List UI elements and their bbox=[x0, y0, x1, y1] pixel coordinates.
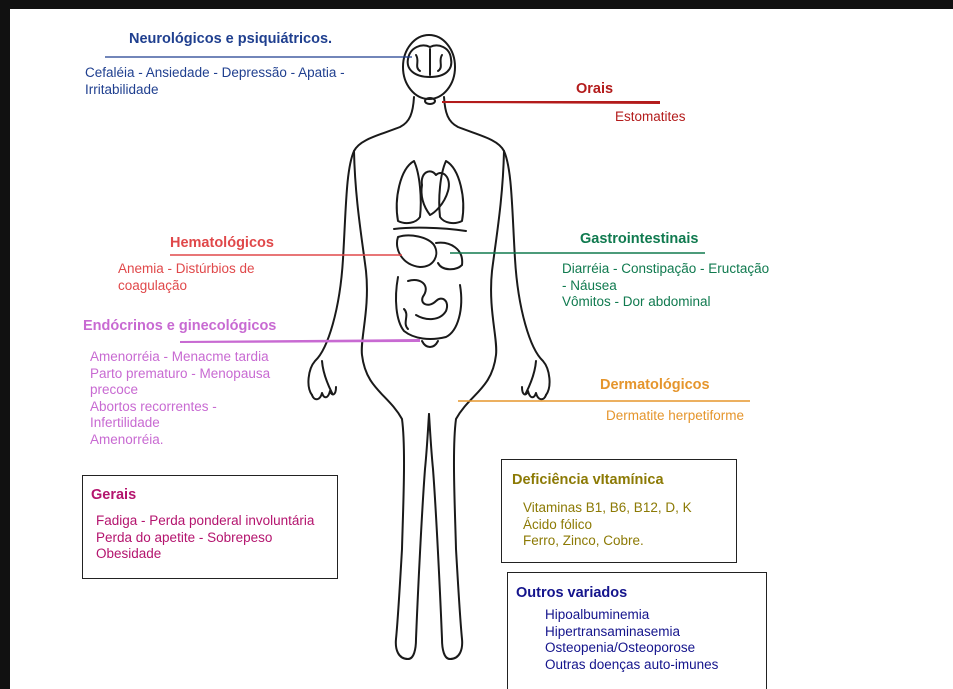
list-item: Irritabilidade bbox=[85, 82, 345, 99]
list-item: Obesidade bbox=[96, 546, 314, 563]
list-item: Outras doenças auto-imunes bbox=[545, 657, 718, 674]
list-item: Fadiga - Perda ponderal involuntária bbox=[96, 513, 314, 530]
neuro-title: Neurológicos e psiquiátricos. bbox=[129, 31, 332, 47]
dermato-items: Dermatite herpetiforme bbox=[606, 408, 744, 425]
list-item: Hipertransaminasemia bbox=[545, 624, 718, 641]
endocrino-connector bbox=[180, 339, 420, 343]
outros-title: Outros variados bbox=[516, 585, 627, 601]
list-item: Diarréia - Constipação - Eructação bbox=[562, 261, 769, 278]
list-item: Cefaléia - Ansiedade - Depressão - Apati… bbox=[85, 65, 345, 82]
gerais-title: Gerais bbox=[91, 487, 136, 503]
deficiencia-title: Deficiência vItamínica bbox=[512, 472, 664, 488]
list-item: Hipoalbuminemia bbox=[545, 607, 718, 624]
hemato-title: Hematológicos bbox=[170, 235, 274, 251]
lungs-outline bbox=[397, 161, 421, 223]
list-item: Parto prematuro - Menopausa bbox=[90, 366, 270, 383]
list-item: Abortos recorrentes - bbox=[90, 399, 270, 416]
list-item: Dermatite herpetiforme bbox=[606, 408, 744, 425]
dermato-title: Dermatológicos bbox=[600, 377, 710, 393]
list-item: Ácido fólico bbox=[523, 517, 692, 534]
orais-items: Estomatites bbox=[615, 109, 686, 126]
orais-connector bbox=[442, 101, 660, 104]
endocrino-title: Endócrinos e ginecológicos bbox=[83, 318, 276, 334]
list-item: Ferro, Zinco, Cobre. bbox=[523, 533, 692, 550]
list-item: - Náusea bbox=[562, 278, 769, 295]
diagram-canvas: Neurológicos e psiquiátricos. Cefaléia -… bbox=[10, 9, 953, 689]
list-item: coagulação bbox=[118, 278, 255, 295]
gastro-title: Gastrointestinais bbox=[580, 231, 698, 247]
gastro-items: Diarréia - Constipação - Eructação- Náus… bbox=[562, 261, 769, 311]
list-item: precoce bbox=[90, 382, 270, 399]
neuro-items: Cefaléia - Ansiedade - Depressão - Apati… bbox=[85, 65, 345, 98]
gerais-box: Gerais Fadiga - Perda ponderal involuntá… bbox=[82, 475, 338, 579]
list-item: Infertilidade bbox=[90, 415, 270, 432]
deficiencia-box: Deficiência vItamínica Vitaminas B1, B6,… bbox=[501, 459, 737, 563]
list-item: Vitaminas B1, B6, B12, D, K bbox=[523, 500, 692, 517]
heart-outline bbox=[421, 171, 448, 215]
list-item: Osteopenia/Osteoporose bbox=[545, 640, 718, 657]
list-item: Estomatites bbox=[615, 109, 686, 126]
orais-title: Orais bbox=[576, 81, 613, 97]
list-item: Anemia - Distúrbios de bbox=[118, 261, 255, 278]
list-item: Amenorréia - Menacme tardia bbox=[90, 349, 270, 366]
list-item: Amenorréia. bbox=[90, 432, 270, 449]
list-item: Vômitos - Dor abdominal bbox=[562, 294, 769, 311]
list-item: Perda do apetite - Sobrepeso bbox=[96, 530, 314, 547]
body-outline bbox=[308, 97, 549, 395]
